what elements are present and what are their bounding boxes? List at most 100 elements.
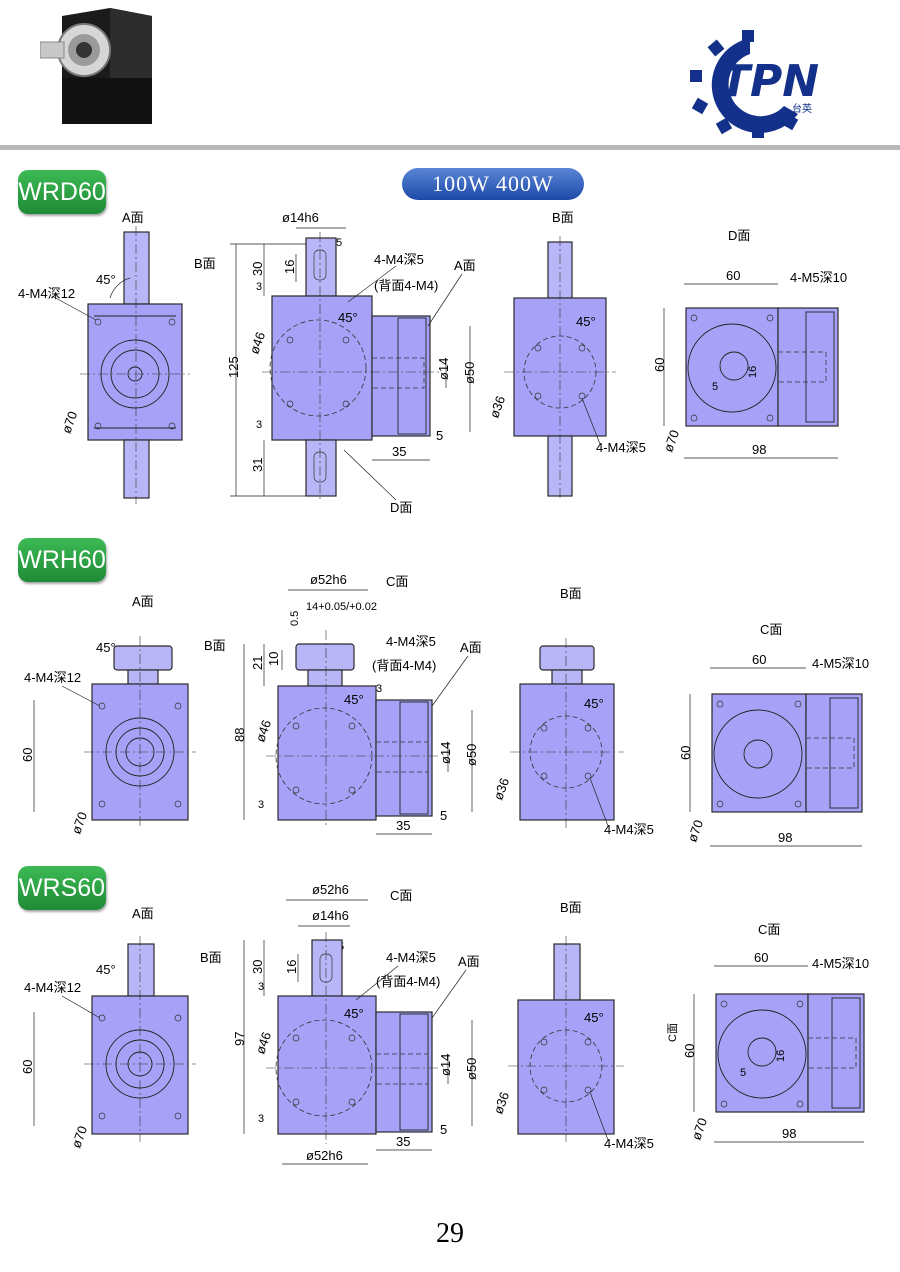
svg-text:5: 5 (712, 381, 718, 393)
svg-text:5: 5 (336, 237, 342, 249)
svg-text:21: 21 (250, 656, 265, 670)
svg-text:45°: 45° (96, 272, 116, 287)
svg-text:4-M4深5: 4-M4深5 (604, 822, 654, 837)
svg-text:B面: B面 (200, 950, 222, 965)
svg-text:35: 35 (396, 818, 410, 833)
svg-text:45°: 45° (344, 692, 364, 707)
svg-text:ø70: ø70 (59, 409, 81, 435)
svg-text:60: 60 (652, 358, 667, 372)
svg-text:ø70: ø70 (688, 1116, 710, 1142)
wrh60-view-a: A面 45° 4-M4深12 60 ø70 (20, 594, 196, 836)
svg-text:3: 3 (256, 281, 262, 293)
svg-text:45°: 45° (96, 640, 116, 655)
svg-text:A面: A面 (132, 594, 154, 609)
svg-text:C面: C面 (390, 888, 412, 903)
brand-name: TPN (720, 56, 819, 107)
svg-text:4-M4深5: 4-M4深5 (386, 634, 436, 649)
svg-text:C面: C面 (758, 922, 780, 937)
svg-text:4-M5深10: 4-M5深10 (812, 656, 869, 671)
svg-text:97: 97 (232, 1032, 247, 1046)
svg-text:3: 3 (258, 1113, 264, 1125)
svg-text:B面: B面 (194, 256, 216, 271)
wrs60-view-side: B面 ø52h6 C面 ø14h6 5 97 30 16 3 ø46 45° 4… (200, 882, 480, 1165)
page-number: 29 (436, 1218, 464, 1249)
svg-text:31: 31 (250, 458, 265, 472)
svg-text:60: 60 (678, 746, 693, 760)
svg-text:ø14: ø14 (436, 358, 451, 380)
svg-text:ø70: ø70 (684, 818, 706, 844)
svg-text:D面: D面 (728, 228, 750, 243)
svg-text:D面: D面 (390, 500, 412, 515)
svg-text:98: 98 (778, 830, 792, 845)
svg-text:ø70: ø70 (660, 428, 682, 454)
svg-text:3: 3 (256, 419, 262, 431)
svg-text:45°: 45° (584, 1010, 604, 1025)
brand-subname: 台英 (792, 102, 812, 115)
wrd60-view-a: A面 4-M4深12 45° ø70 (18, 210, 190, 504)
svg-text:30: 30 (250, 262, 265, 276)
svg-text:(背面4-M4): (背面4-M4) (374, 278, 438, 293)
svg-text:(背面4-M4): (背面4-M4) (372, 658, 436, 673)
model-tag-wrd60: WRD60 (18, 170, 106, 214)
tpn-logo: TPN 台英 (690, 30, 819, 138)
svg-text:B面: B面 (204, 638, 226, 653)
svg-text:ø50: ø50 (462, 362, 477, 384)
wrs60-view-c: C面 60 4-M5深10 C面 60 5 16 ø70 98 (667, 922, 869, 1143)
svg-text:4-M4深5: 4-M4深5 (596, 440, 646, 455)
svg-text:88: 88 (232, 728, 247, 742)
wrs60-view-a: A面 45° 4-M4深12 60 ø70 (20, 906, 196, 1150)
svg-text:5: 5 (740, 1067, 746, 1079)
wrd60-view-d: D面 60 4-M5深10 60 5 16 ø70 98 (652, 228, 847, 459)
svg-text:ø46: ø46 (246, 330, 268, 356)
svg-text:45°: 45° (576, 314, 596, 329)
svg-text:0.5: 0.5 (289, 611, 301, 626)
svg-text:14+0.05/+0.02: 14+0.05/+0.02 (306, 601, 377, 613)
svg-text:16: 16 (747, 366, 759, 378)
svg-text:60: 60 (752, 652, 766, 667)
wrh60-view-c: C面 60 4-M5深10 60 ø70 98 (678, 622, 869, 847)
svg-text:4-M5深10: 4-M5深10 (812, 956, 869, 971)
svg-text:ø50: ø50 (464, 1058, 479, 1080)
svg-text:60: 60 (726, 268, 740, 283)
svg-text:C面: C面 (760, 622, 782, 637)
header-rule (0, 145, 900, 150)
power-range-badge: 100W 400W (402, 168, 584, 200)
svg-text:B面: B面 (560, 586, 582, 601)
svg-text:ø50: ø50 (464, 744, 479, 766)
svg-text:ø14: ø14 (438, 742, 453, 764)
svg-text:5: 5 (436, 428, 443, 443)
wrd60-view-side: B面 ø14h6 5 125 30 16 3 ø46 45° 4-M4深5 (背… (194, 210, 477, 515)
svg-text:98: 98 (752, 442, 766, 457)
svg-text:ø52h6: ø52h6 (312, 882, 349, 897)
svg-text:60: 60 (682, 1044, 697, 1058)
svg-text:C面: C面 (667, 1023, 679, 1042)
svg-text:ø14h6: ø14h6 (312, 908, 349, 923)
svg-text:10: 10 (266, 652, 281, 666)
svg-text:ø52h6: ø52h6 (310, 572, 347, 587)
svg-text:(背面4-M4): (背面4-M4) (376, 974, 440, 989)
svg-text:125: 125 (226, 356, 241, 378)
svg-text:ø70: ø70 (68, 810, 90, 836)
svg-text:ø14h6: ø14h6 (282, 210, 319, 225)
svg-text:45°: 45° (584, 696, 604, 711)
wrh60-view-b: B面 45° ø36 4-M4深5 (490, 586, 653, 837)
svg-text:60: 60 (754, 950, 768, 965)
model-tag-wrh60: WRH60 (18, 538, 106, 582)
svg-text:ø46: ø46 (252, 718, 274, 744)
wrh60-view-side: B面 ø52h6 C面 14+0.05/+0.02 0.5 88 21 10 ø… (204, 572, 482, 835)
gearbox-photo (40, 8, 152, 124)
svg-text:5: 5 (440, 808, 447, 823)
svg-text:45°: 45° (338, 310, 358, 325)
wrs60-view-b: B面 45° ø36 4-M4深5 (490, 900, 653, 1151)
svg-text:ø70: ø70 (68, 1124, 90, 1150)
svg-text:60: 60 (20, 748, 35, 762)
svg-text:5: 5 (440, 1122, 447, 1137)
svg-text:4-M4深5: 4-M4深5 (386, 950, 436, 965)
svg-text:16: 16 (282, 260, 297, 274)
svg-text:3: 3 (258, 981, 264, 993)
svg-text:4-M4深5: 4-M4深5 (374, 252, 424, 267)
svg-text:B面: B面 (552, 210, 574, 225)
svg-text:3: 3 (258, 799, 264, 811)
svg-text:4-M4深12: 4-M4深12 (24, 980, 81, 995)
